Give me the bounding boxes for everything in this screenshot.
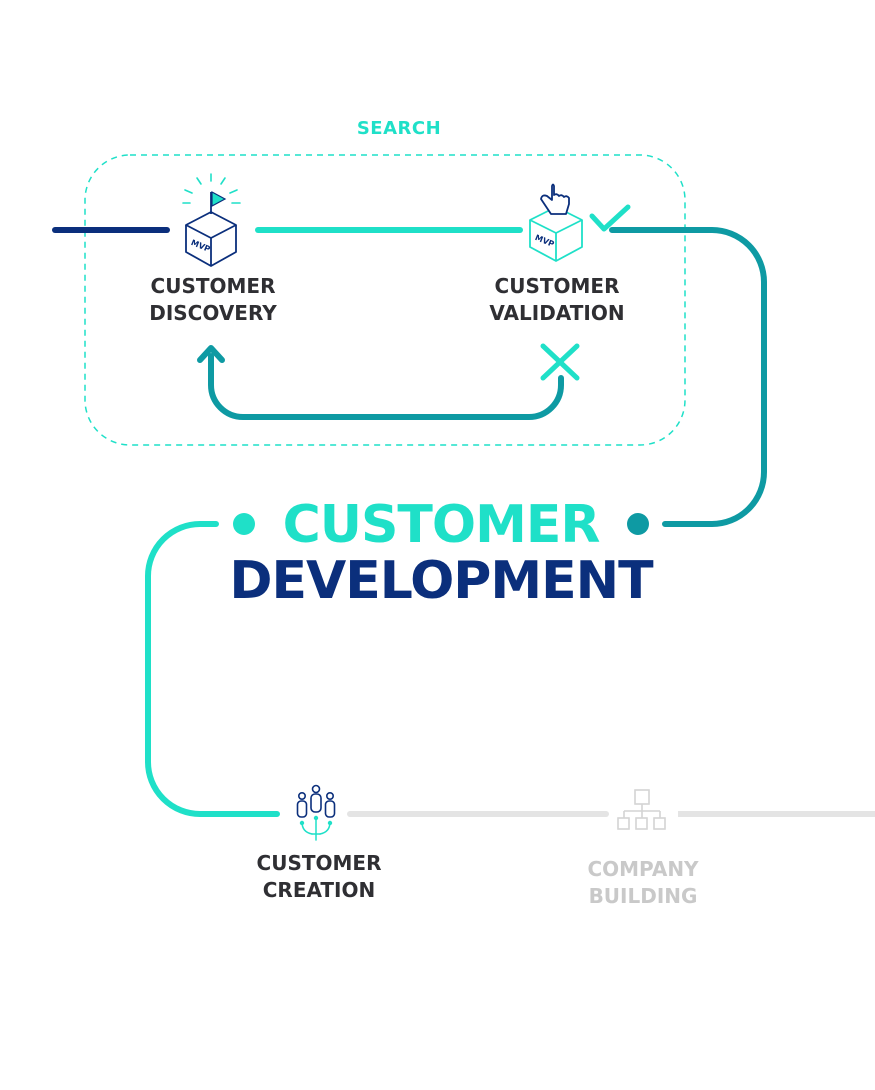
validation-label-line1: CUSTOMER (494, 274, 620, 298)
search-frame (84, 154, 686, 446)
creation-label-line2: CREATION (262, 878, 376, 902)
success-check-icon (589, 204, 631, 232)
title-dot-right (627, 513, 649, 535)
step-customer-validation: CUSTOMER VALIDATION (457, 273, 657, 327)
discovery-label-line2: DISCOVERY (149, 301, 277, 325)
mvp-box-hand-icon: MVP (529, 183, 583, 262)
creation-path (145, 521, 280, 817)
building-label-line1: COMPANY (587, 857, 699, 881)
org-chart-icon (617, 789, 666, 830)
loop-arrow-head-icon (197, 345, 225, 363)
mvp-text: MVP (190, 238, 212, 254)
step-company-building: COMPANY BUILDING (543, 856, 743, 910)
step-customer-discovery: CUSTOMER DISCOVERY (113, 273, 313, 327)
fail-x-icon (540, 343, 580, 381)
loop-back-path (208, 353, 564, 420)
title-line2: DEVELOPMENT (229, 551, 653, 611)
discovery-label-line1: CUSTOMER (150, 274, 276, 298)
validation-exit-path (609, 227, 767, 527)
creation-label-line1: CUSTOMER (256, 851, 382, 875)
search-label: SEARCH (356, 118, 442, 139)
building-label-line2: BUILDING (588, 884, 698, 908)
validation-label-line2: VALIDATION (489, 301, 625, 325)
people-network-icon (296, 784, 336, 841)
step-customer-creation: CUSTOMER CREATION (219, 850, 419, 904)
title-line1: CUSTOMER (282, 495, 601, 555)
mvp-box-flag-icon: MVP (182, 173, 241, 267)
title-dot-left (233, 513, 255, 535)
mvp-text: MVP (534, 233, 556, 249)
